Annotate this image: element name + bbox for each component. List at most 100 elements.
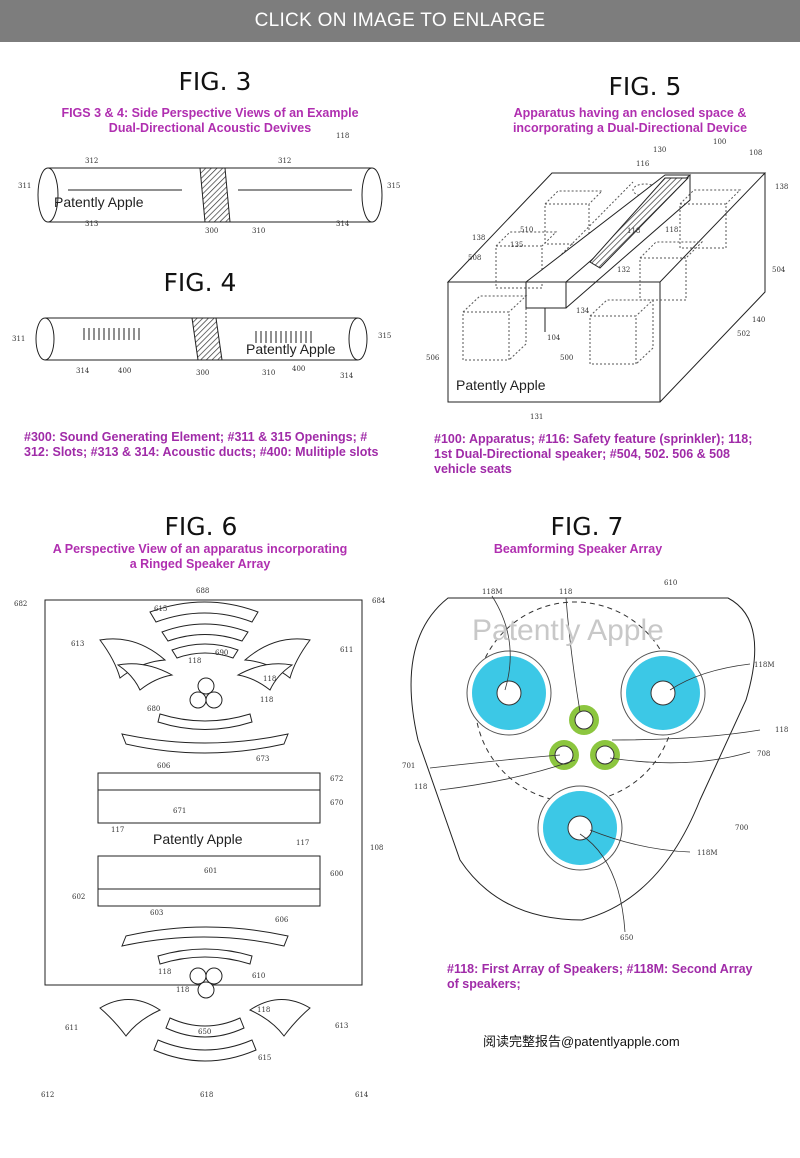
fig3-label: 315 xyxy=(387,182,400,190)
fig5-watermark: Patently Apple xyxy=(456,377,546,393)
fig5-enclosure xyxy=(446,172,767,403)
fig3-label: 312 xyxy=(85,157,98,165)
fig6-label: 117 xyxy=(111,826,124,834)
fig6-label: 672 xyxy=(330,775,343,783)
fig7-array xyxy=(410,595,761,933)
fig6-label: 615 xyxy=(258,1054,271,1062)
fig5-label: 130 xyxy=(653,146,666,154)
fig4-label: 400 xyxy=(292,365,305,373)
fig7-title: FIG. 7 xyxy=(550,512,624,541)
fig4-caption-1: #300: Sound Generating Element; #311 & 3… xyxy=(24,430,368,444)
fig5-title: FIG. 5 xyxy=(608,72,682,101)
fig6-label: 671 xyxy=(173,807,186,815)
fig4-label: 314 xyxy=(76,367,90,375)
fig6-apparatus xyxy=(44,599,363,1062)
fig6-label: 118 xyxy=(257,1006,270,1014)
fig6-label: 611 xyxy=(65,1024,78,1032)
fig3-label: 300 xyxy=(205,227,218,235)
fig6-watermark: Patently Apple xyxy=(153,831,243,847)
fig5-caption-3: vehicle seats xyxy=(434,462,512,476)
fig3-subtitle-1: FIGS 3 & 4: Side Perspective Views of an… xyxy=(61,106,359,120)
fig7-labels: 610 118M 118 118M 118 708 701 118 700 11… xyxy=(402,579,788,942)
fig3-label: 313 xyxy=(85,220,98,228)
footer-link[interactable]: 阅读完整报告@patentlyapple.com xyxy=(483,1034,680,1049)
fig6-label: 606 xyxy=(157,762,171,770)
fig5-label: 500 xyxy=(560,354,573,362)
fig5-label: 502 xyxy=(737,330,750,338)
fig5-label: 100 xyxy=(713,138,726,146)
fig5-label: 508 xyxy=(468,254,481,262)
fig4-caption-2: 312: Slots; #313 & 314: Acoustic ducts; … xyxy=(24,445,379,459)
fig7-label: 708 xyxy=(757,750,770,758)
fig5-caption-2: 1st Dual-Directional speaker; #504, 502.… xyxy=(434,447,730,461)
fig7-label: 118 xyxy=(414,783,427,791)
fig5-label: 118 xyxy=(627,227,640,235)
fig5-subtitle-2: incorporating a Dual-Directional Device xyxy=(512,121,748,135)
fig6-label: 690 xyxy=(215,649,228,657)
fig4-label: 314 xyxy=(340,372,354,380)
fig5-label: 140 xyxy=(752,316,765,324)
fig6-label: 118 xyxy=(188,657,201,665)
fig6-label: 602 xyxy=(72,893,85,901)
fig3-subtitle-2: Dual-Directional Acoustic Devives xyxy=(108,121,312,135)
fig6-label: 600 xyxy=(330,870,343,878)
fig6-subtitle-1: A Perspective View of an apparatus incor… xyxy=(52,542,348,556)
fig5-label: 132 xyxy=(617,266,630,274)
fig4-label: 315 xyxy=(378,332,391,340)
fig4-label: 310 xyxy=(262,369,275,377)
fig6-label: 118 xyxy=(263,675,276,683)
fig6-label: 610 xyxy=(252,972,265,980)
fig4-label: 300 xyxy=(196,369,209,377)
fig5-label: 131 xyxy=(530,413,543,421)
fig3-tube xyxy=(37,167,383,223)
fig7-caption-2: of speakers; xyxy=(447,977,521,991)
fig4-label: 400 xyxy=(118,367,131,375)
fig3-label: 311 xyxy=(18,182,31,190)
fig3-title: FIG. 3 xyxy=(178,67,252,96)
fig7-label: 118M xyxy=(697,849,718,857)
enlarge-banner[interactable]: CLICK ON IMAGE TO ENLARGE xyxy=(0,0,800,42)
fig6-label: 606 xyxy=(275,916,289,924)
fig5-label: 135 xyxy=(510,241,523,249)
fig6-label: 118 xyxy=(158,968,171,976)
fig6-label: 601 xyxy=(204,867,217,875)
fig3-label: 312 xyxy=(278,157,291,165)
fig6-label: 118 xyxy=(176,986,189,994)
fig5-label: 108 xyxy=(749,149,762,157)
fig7-label: 118 xyxy=(775,726,788,734)
fig4-label: 311 xyxy=(12,335,25,343)
fig6-label: 611 xyxy=(340,646,353,654)
fig7-label: 118 xyxy=(559,588,572,596)
fig6-label: 670 xyxy=(330,799,343,807)
fig5-label: 506 xyxy=(426,354,440,362)
fig5-label: 138 xyxy=(472,234,485,242)
fig6-label: 118 xyxy=(260,696,273,704)
fig6-subtitle-2: a Ringed Speaker Array xyxy=(129,557,271,571)
fig6-label: 688 xyxy=(196,587,209,595)
fig6-label: 613 xyxy=(335,1022,348,1030)
fig5-labels: 130 100 108 116 138 138 510 135 118 118 … xyxy=(426,138,788,421)
fig6-label: 614 xyxy=(355,1091,369,1099)
fig5-caption-1: #100: Apparatus; #116: Safety feature (s… xyxy=(434,432,753,446)
fig4-labels: 311 315 314 400 300 310 400 314 xyxy=(12,332,391,380)
fig6-label: 615 xyxy=(154,605,167,613)
fig5-label: 134 xyxy=(576,307,590,315)
fig6-label: 673 xyxy=(256,755,269,763)
fig6-label: 612 xyxy=(41,1091,54,1099)
fig3-label: 314 xyxy=(336,220,350,228)
fig7-caption-1: #118: First Array of Speakers; #118M: Se… xyxy=(447,962,753,976)
fig5-label: 104 xyxy=(547,334,561,342)
fig5-label: 116 xyxy=(636,160,650,168)
fig7-label: 118M xyxy=(754,661,775,669)
fig4-title: FIG. 4 xyxy=(163,268,237,297)
fig3-watermark: Patently Apple xyxy=(54,194,144,210)
fig5-label: 510 xyxy=(520,226,533,234)
fig6-title: FIG. 6 xyxy=(164,512,238,541)
fig5-label: 118 xyxy=(665,226,678,234)
fig5-label: 504 xyxy=(772,266,786,274)
fig7-watermark: Patently Apple xyxy=(472,614,664,647)
fig6-label: 603 xyxy=(150,909,163,917)
fig7-label: 118M xyxy=(482,588,503,596)
fig7-label: 650 xyxy=(620,934,633,942)
